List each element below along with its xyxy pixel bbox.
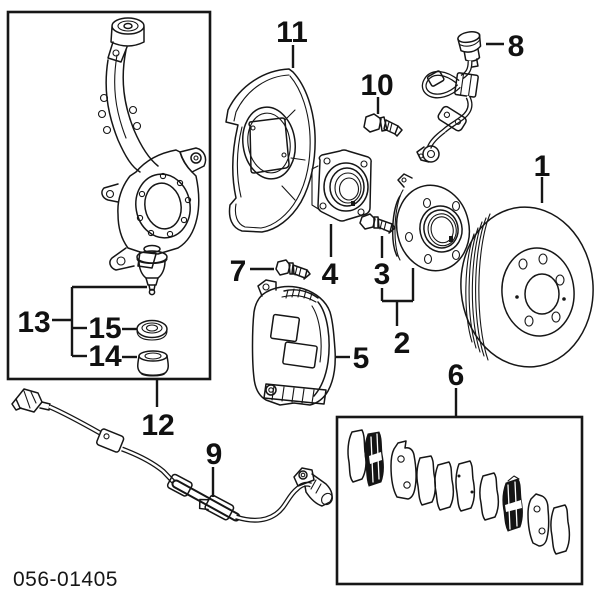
figure-code: 056-01405 (13, 568, 118, 591)
part-7-caliper-bolt (275, 259, 311, 280)
callout-7: 7 (230, 255, 247, 288)
callout-13: 13 (17, 306, 50, 339)
part-14-ball-joint-boot (137, 350, 169, 377)
brake-pad-kit-box (335, 415, 584, 586)
ball-joint-kit-bracket (52, 285, 147, 359)
part-2-front-hub (391, 173, 471, 272)
callout-4: 4 (322, 258, 339, 291)
brake-pad (347, 429, 367, 483)
callout-9: 9 (206, 438, 223, 471)
callout-1: 1 (534, 150, 551, 183)
brake-pad (550, 504, 571, 555)
knuckle-assembly-box (6, 10, 212, 381)
brake-pad (390, 440, 417, 500)
bracket-2 (380, 268, 415, 326)
callout-10: 10 (360, 69, 393, 102)
pad-shim (434, 461, 455, 511)
callout-6: 6 (448, 359, 465, 392)
pad-shim (479, 472, 500, 521)
part-12-steering-knuckle (97, 17, 207, 271)
callout-11: 11 (276, 16, 308, 49)
part-1-brake-disc (460, 206, 594, 368)
part-5-brake-caliper (251, 279, 336, 406)
part-13-lower-ball-joint (136, 244, 168, 296)
callout-14: 14 (88, 340, 122, 373)
part-15-snap-ring (136, 319, 168, 341)
callout-15: 15 (88, 312, 121, 345)
part-6-brake-pad-set (347, 429, 571, 555)
callout-12: 12 (141, 409, 174, 442)
part-9-abs-sensor-wire (11, 388, 333, 523)
callout-8: 8 (508, 30, 525, 63)
pad-shim (416, 455, 437, 506)
part-10-bleeder-bolt (363, 113, 403, 137)
callout-3: 3 (374, 258, 391, 291)
callout-5: 5 (353, 342, 370, 375)
brake-pad (527, 493, 550, 547)
pad-shim (455, 460, 476, 512)
brake-hose (416, 60, 479, 163)
callout-2: 2 (394, 327, 411, 360)
part-11-splash-guard (225, 68, 316, 233)
part-3-wheel-stud (359, 213, 396, 234)
part-4-wheel-bearing (311, 149, 372, 222)
